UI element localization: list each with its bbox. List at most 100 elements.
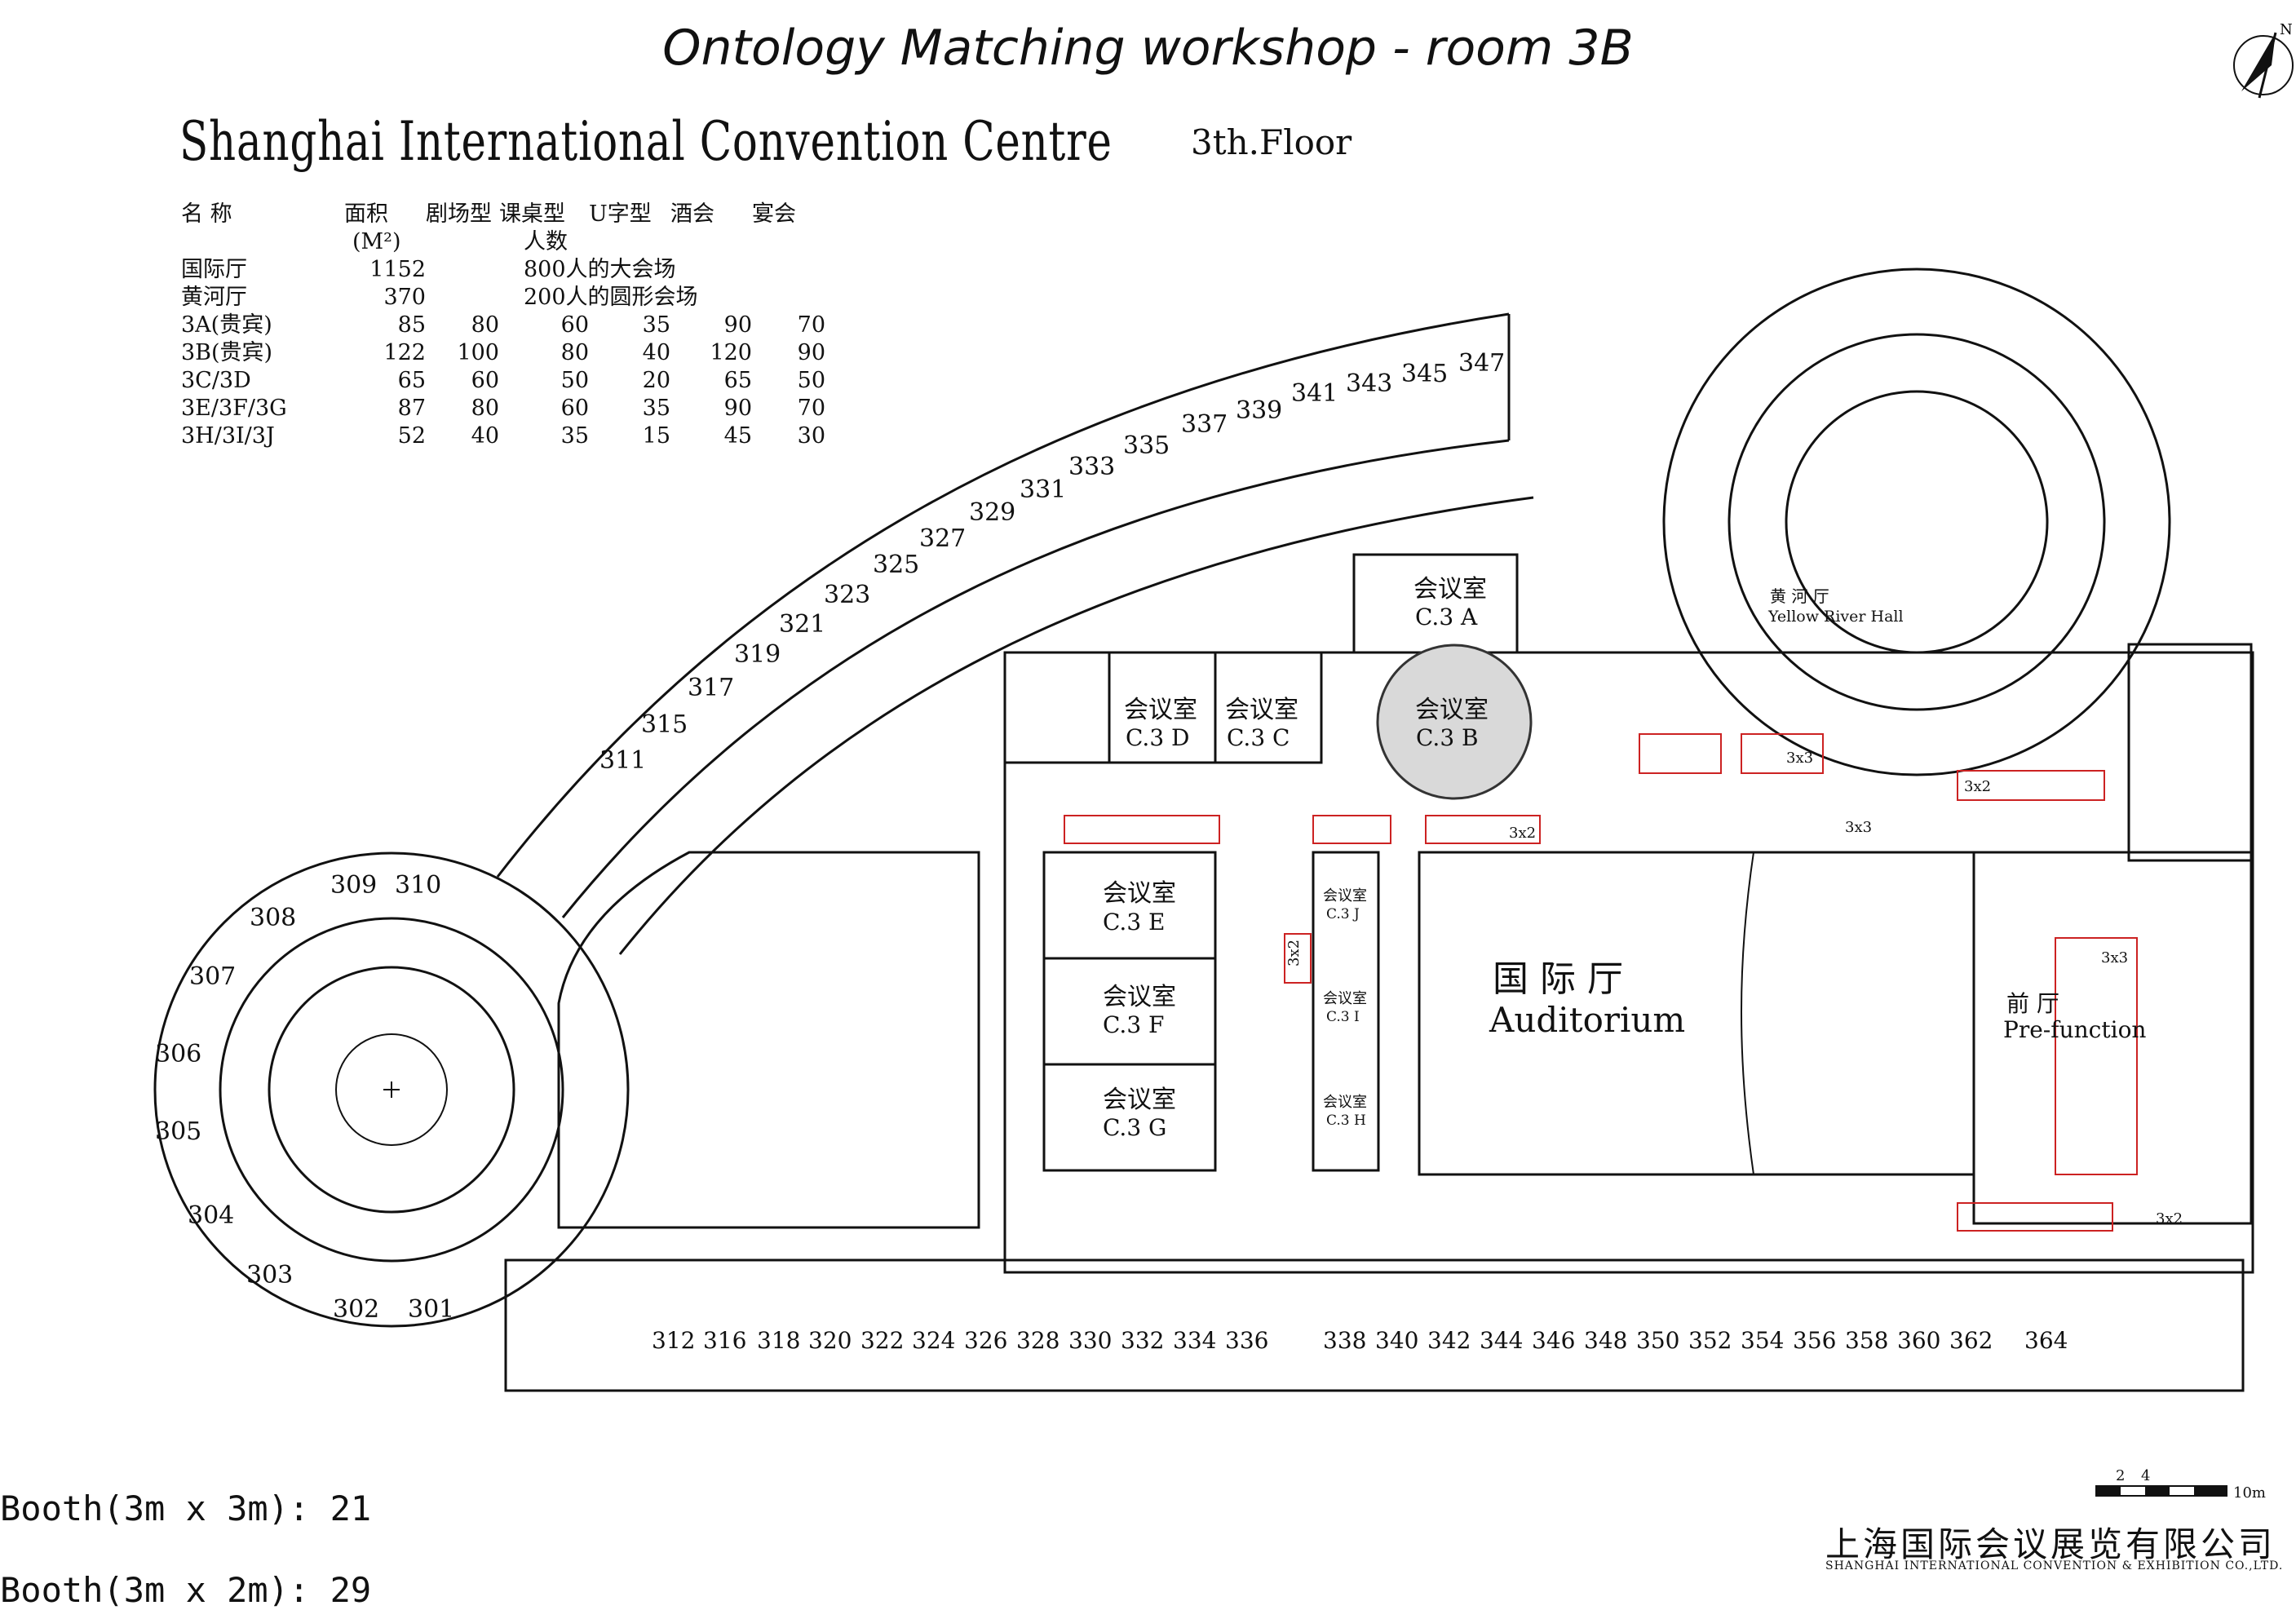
venue-name: Shanghai International Convention Centre — [179, 110, 1113, 173]
capacity-cell: 120 — [710, 340, 752, 365]
room-number: 341 — [1291, 379, 1338, 408]
booth-outline — [1312, 815, 1391, 844]
left-tower-outer — [153, 851, 630, 1328]
capacity-cell: 3B(贵宾) — [181, 340, 273, 365]
capacity-cell: 35 — [642, 312, 670, 338]
prefunction-label-cn: 前 厅 — [2006, 990, 2059, 1017]
room-number: 364 — [2024, 1327, 2068, 1354]
room-number: 301 — [408, 1295, 454, 1324]
room-number: 304 — [188, 1201, 234, 1230]
room-c3b-code[interactable]: C.3 B — [1416, 724, 1479, 751]
capacity-cell: 90 — [797, 340, 825, 365]
room-c3j-code: C.3 J — [1326, 906, 1360, 922]
room-number: 330 — [1068, 1327, 1112, 1354]
booth-outline — [1425, 815, 1541, 844]
hall-name: 黄河厅 — [181, 285, 247, 310]
capacity-cell: 50 — [560, 368, 589, 393]
capacity-cell: 122 — [383, 340, 426, 365]
booth-outline — [1741, 733, 1824, 774]
hall-area: 1152 — [369, 257, 426, 282]
room-number: 328 — [1016, 1327, 1060, 1354]
room-c3j-label: 会议室 — [1323, 887, 1367, 905]
room-number: 334 — [1173, 1327, 1216, 1354]
room-number: 356 — [1793, 1327, 1836, 1354]
booth-size-label: 3x3 — [2101, 949, 2128, 966]
left-tower-ring — [219, 917, 564, 1263]
header-theater: 剧场型 — [426, 201, 492, 227]
company-name-cn: 上海国际会议展览有限公司 — [1825, 1524, 2276, 1564]
room-number: 340 — [1375, 1327, 1418, 1354]
room-number: 315 — [641, 710, 688, 739]
header-classroom: 课桌型 — [499, 201, 565, 227]
hall-note: 200人的圆形会场 — [524, 285, 698, 310]
room-c3f-code: C.3 F — [1103, 1011, 1164, 1038]
room-number: 317 — [688, 674, 734, 702]
scale-label: 2 — [2116, 1467, 2125, 1484]
exhibition-hall-outline — [557, 851, 980, 1229]
room-number: 339 — [1236, 396, 1282, 425]
page-title: Ontology Matching workshop - room 3B — [662, 20, 1634, 77]
room-number: 350 — [1636, 1327, 1679, 1354]
booth-count-3x2: Booth(3m x 2m): 29 — [0, 1570, 372, 1610]
restrooms-outline — [1003, 651, 1111, 764]
curved-wing-outer — [496, 312, 1510, 878]
room-number: 338 — [1323, 1327, 1366, 1354]
booth-size-label: 3x2 — [1285, 940, 1303, 966]
capacity-cell: 52 — [397, 423, 426, 449]
capacity-cell: 70 — [797, 396, 825, 421]
room-number: 344 — [1480, 1327, 1523, 1354]
room-number: 345 — [1401, 360, 1448, 388]
hall-note: 800人的大会场 — [524, 257, 676, 282]
capacity-cell: 15 — [642, 423, 670, 449]
scale-label: 10m — [2233, 1484, 2266, 1502]
capacity-cell: 30 — [797, 423, 825, 449]
hall-area: 370 — [383, 285, 426, 310]
room-c3h-code: C.3 H — [1326, 1112, 1366, 1129]
room-number: 362 — [1949, 1327, 1993, 1354]
header-ushape: U字型 — [589, 201, 652, 227]
booth-size-label: 3x3 — [1786, 750, 1813, 767]
room-c3f-label: 会议室 — [1103, 983, 1176, 1011]
capacity-cell: 60 — [560, 312, 589, 338]
capacity-cell: 60 — [471, 368, 499, 393]
room-c3b-label[interactable]: 会议室 — [1415, 696, 1489, 724]
capacity-cell: 3C/3D — [181, 368, 251, 393]
floor-label: 3th.Floor — [1191, 122, 1352, 162]
room-number: 302 — [333, 1295, 379, 1324]
center-mark-icon — [383, 1081, 400, 1098]
bottom-room-strip — [504, 1258, 2245, 1392]
room-c3hij-outline — [1312, 851, 1380, 1172]
room-3b-highlight[interactable] — [1376, 644, 1533, 800]
room-number: 336 — [1225, 1327, 1268, 1354]
room-c3i-label: 会议室 — [1323, 990, 1367, 1007]
room-number: 360 — [1897, 1327, 1940, 1354]
room-number: 309 — [330, 871, 377, 900]
booth-outline — [1284, 933, 1312, 984]
room-number: 322 — [860, 1327, 904, 1354]
room-number: 305 — [155, 1117, 201, 1146]
hall-name: 国际厅 — [181, 257, 247, 282]
booth-outline — [1957, 1202, 2113, 1232]
capacity-cell: 85 — [397, 312, 426, 338]
room-number: 323 — [824, 581, 870, 609]
room-number: 312 — [652, 1327, 695, 1354]
room-number: 337 — [1181, 410, 1228, 439]
capacity-cell: 35 — [560, 423, 589, 449]
room-number: 325 — [873, 551, 919, 579]
booth-size-label: 3x2 — [1509, 825, 1536, 842]
room-c3d-code: C.3 D — [1126, 724, 1190, 751]
room-number: 318 — [757, 1327, 800, 1354]
capacity-cell: 45 — [723, 423, 752, 449]
company-name-en: SHANGHAI INTERNATIONAL CONVENTION & EXHI… — [1825, 1559, 2284, 1572]
capacity-cell: 3H/3I/3J — [181, 423, 275, 449]
booth-outline — [1639, 733, 1722, 774]
stage-curve — [1741, 851, 1754, 1175]
capacity-subheader: (M²) 人数 — [181, 228, 825, 256]
capacity-cell: 80 — [560, 340, 589, 365]
right-tower-ring — [1728, 333, 2106, 711]
room-number: 347 — [1458, 349, 1505, 378]
room-c3c-label: 会议室 — [1225, 696, 1298, 724]
people-label: 人数 — [524, 229, 568, 254]
